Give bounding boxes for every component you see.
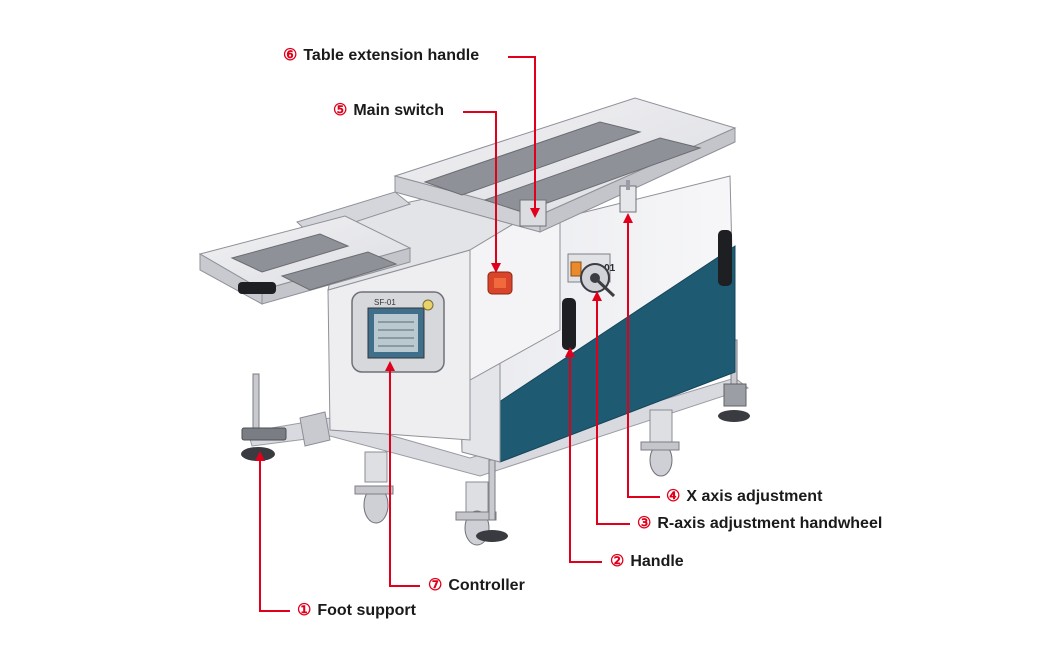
machine-illustration: SF-01 SF-01	[198, 97, 750, 546]
callout-r-axis-handwheel: ③ R-axis adjustment handwheel	[637, 515, 882, 533]
callout-text: R-axis adjustment handwheel	[657, 515, 883, 532]
leader-line-x-axis	[623, 213, 660, 498]
main-switch-knob	[487, 271, 513, 295]
work-table	[393, 97, 737, 233]
callout-main-switch: ⑤ Main switch	[333, 102, 444, 120]
extension-table	[198, 191, 412, 305]
callout-text: Table extension handle	[303, 47, 480, 64]
callout-text: Foot support	[317, 602, 416, 619]
callout-text: X axis adjustment	[686, 488, 823, 505]
leader-line-table-extension	[508, 56, 540, 218]
callout-handle: ② Handle	[610, 553, 684, 571]
callout-x-axis-adjustment: ④ X axis adjustment	[666, 488, 822, 506]
leader-line-handle	[565, 347, 602, 563]
leader-line-foot-support	[255, 451, 290, 612]
callout-number: ②	[610, 553, 625, 570]
callout-table-extension-handle: ⑥ Table extension handle	[283, 47, 479, 65]
callout-foot-support: ① Foot support	[297, 602, 416, 620]
callout-number: ⑤	[333, 102, 348, 119]
leader-lines	[255, 56, 660, 612]
callout-number: ③	[637, 515, 652, 532]
callout-number: ⑦	[428, 577, 443, 594]
handwheel-plate: SF-01	[567, 253, 616, 298]
callout-number: ①	[297, 602, 312, 619]
leader-line-controller	[385, 361, 420, 587]
callout-number: ⑥	[283, 47, 298, 64]
callout-text: Controller	[448, 577, 525, 594]
x-axis-slider	[619, 180, 637, 213]
callout-number: ④	[666, 488, 681, 505]
controller-pendant: SF-01	[351, 291, 445, 373]
pendant-brand-text: SF-01	[374, 298, 396, 307]
callout-text: Handle	[630, 553, 684, 570]
leader-line-main-switch	[463, 111, 501, 273]
callout-controller: ⑦ Controller	[428, 577, 525, 595]
leader-line-r-axis	[592, 291, 630, 525]
callout-text: Main switch	[353, 102, 445, 119]
